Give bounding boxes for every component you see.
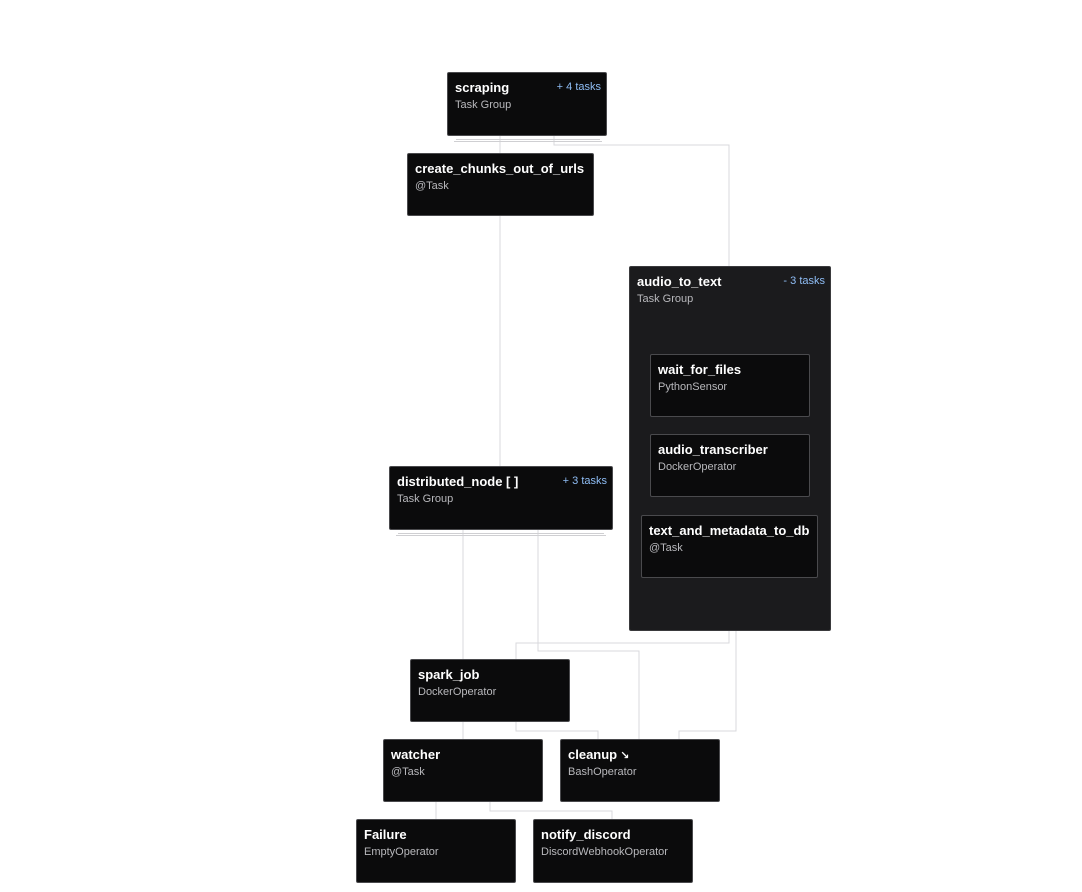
task-audio-transcriber-operator: DockerOperator: [658, 461, 737, 473]
task-failure[interactable]: Failure EmptyOperator: [356, 819, 516, 883]
task-group-scraping-expand-toggle[interactable]: + 4 tasks: [556, 81, 601, 93]
task-group-distributed-node-type: Task Group: [397, 493, 454, 505]
edge-spark-job-cleanup: [515, 722, 599, 739]
scraping-stack-line: [454, 141, 602, 142]
task-group-audio-to-text-collapse-toggle[interactable]: - 3 tasks: [783, 275, 825, 287]
task-spark-job[interactable]: spark_job DockerOperator: [410, 659, 570, 722]
task-cleanup-title: cleanup: [568, 747, 618, 762]
task-create-chunks-operator: @Task: [415, 180, 449, 192]
task-watcher[interactable]: watcher @Task: [383, 739, 543, 802]
task-audio-transcriber-title: audio_transcriber: [658, 442, 768, 457]
task-cleanup[interactable]: cleanup↘ BashOperator: [560, 739, 720, 802]
task-cleanup-title-row: cleanup↘: [568, 747, 629, 762]
task-spark-job-operator: DockerOperator: [418, 686, 497, 698]
task-watcher-operator: @Task: [391, 766, 425, 778]
task-text-and-metadata-to-db[interactable]: text_and_metadata_to_db @Task: [641, 515, 818, 578]
task-spark-job-title: spark_job: [418, 667, 480, 682]
edge-watcher-notify-discord: [489, 802, 613, 819]
task-create-chunks-out-of-urls[interactable]: create_chunks_out_of_urls @Task: [407, 153, 594, 216]
task-wait-for-files-title: wait_for_files: [658, 362, 742, 377]
task-group-audio-to-text-title: audio_to_text: [637, 274, 722, 289]
task-watcher-title: watcher: [391, 747, 441, 762]
task-wait-for-files-operator: PythonSensor: [658, 381, 728, 393]
distributed-node-stack-line: [398, 533, 604, 534]
task-group-scraping-type: Task Group: [455, 99, 512, 111]
edge-scraping-audio-to-text: [553, 136, 730, 334]
task-notify-discord[interactable]: notify_discord DiscordWebhookOperator: [533, 819, 693, 883]
task-text-and-metadata-operator: @Task: [649, 542, 683, 554]
task-text-and-metadata-title: text_and_metadata_to_db: [649, 523, 810, 538]
scraping-stack-line: [456, 139, 600, 140]
task-group-audio-to-text-type: Task Group: [637, 293, 694, 305]
task-audio-transcriber[interactable]: audio_transcriber DockerOperator: [650, 434, 810, 497]
task-cleanup-operator: BashOperator: [568, 766, 637, 778]
distributed-node-stack-line: [396, 535, 606, 536]
task-group-scraping-title: scraping: [455, 80, 510, 95]
task-failure-title: Failure: [364, 827, 407, 842]
task-create-chunks-title: create_chunks_out_of_urls: [415, 161, 585, 176]
task-wait-for-files[interactable]: wait_for_files PythonSensor: [650, 354, 810, 417]
task-group-distributed-node-expand-toggle[interactable]: + 3 tasks: [562, 475, 607, 487]
task-group-scraping[interactable]: scraping Task Group + 4 tasks: [447, 72, 607, 136]
external-link-icon[interactable]: ↘: [620, 750, 630, 762]
task-group-distributed-node[interactable]: distributed_node [ ] Task Group + 3 task…: [389, 466, 613, 530]
task-notify-discord-operator: DiscordWebhookOperator: [541, 846, 668, 858]
task-group-distributed-node-title: distributed_node [ ]: [397, 474, 519, 489]
task-notify-discord-title: notify_discord: [541, 827, 631, 842]
edge-distributed-node-cleanup: [537, 530, 640, 739]
task-failure-operator: EmptyOperator: [364, 846, 439, 858]
